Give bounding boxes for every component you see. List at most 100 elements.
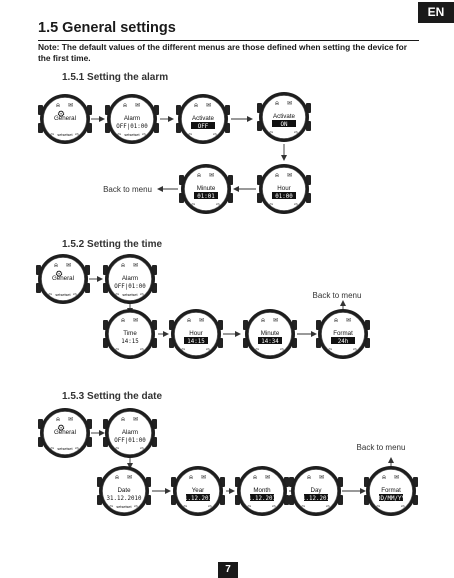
right-button-icon: ⇨ <box>75 446 79 452</box>
watch-label: Alarm <box>124 115 140 122</box>
right-button-icon: ⇨ <box>294 202 298 208</box>
watch-value: 31.12.2010 <box>181 496 216 502</box>
bell-icon: ⍾ <box>194 102 198 109</box>
watch-label: Hour <box>277 185 290 192</box>
left-button-icon: ⇦ <box>115 347 119 353</box>
mail-icon: ✉ <box>273 317 278 324</box>
right-button-icon: ⇨ <box>213 132 217 138</box>
flow-arrows <box>89 116 394 494</box>
watch-label: Alarm <box>122 429 138 436</box>
watch-screen: ⍾✉⚙General⇦⇨setsetset <box>38 408 92 458</box>
watch-value: DD/MM/YY <box>377 496 405 502</box>
watch-label: Minute <box>261 330 280 337</box>
mail-icon: ✉ <box>287 100 292 107</box>
watch-label: Year <box>192 487 205 494</box>
watch-value: 31.12.2010 <box>107 496 142 502</box>
bell-icon: ⍾ <box>121 416 125 423</box>
right-button-icon: ⇨ <box>294 130 298 136</box>
bell-icon: ⍾ <box>115 474 119 481</box>
mail-icon: ✉ <box>201 474 206 481</box>
watch-label: General <box>54 115 76 122</box>
section-heading-alarm: 1.5.1 Setting the alarm <box>62 72 169 83</box>
button-hint: setsetset <box>55 293 71 297</box>
back-to-menu-label: Back to menu <box>103 185 152 194</box>
left-button-icon: ⇦ <box>255 347 259 353</box>
button-hint: setsetset <box>116 505 132 509</box>
language-tab: EN <box>418 2 454 23</box>
watch-screen: ⍾✉⚙General⇦⇨setsetset <box>38 94 92 144</box>
watch-label: Alarm <box>122 275 138 282</box>
mail-icon: ✉ <box>133 262 138 269</box>
mail-icon: ✉ <box>199 317 204 324</box>
right-button-icon: ⇨ <box>272 504 276 510</box>
right-button-icon: ⇨ <box>280 347 284 353</box>
left-button-icon: ⇦ <box>117 132 121 138</box>
right-button-icon: ⇨ <box>73 292 77 298</box>
title-rule <box>38 40 419 41</box>
bell-icon: ⍾ <box>121 317 125 324</box>
left-button-icon: ⇦ <box>191 202 195 208</box>
watch-label: Date <box>117 487 131 494</box>
left-button-icon: ⇦ <box>269 130 273 136</box>
watch-label: Time <box>123 330 137 337</box>
watch-label: Month <box>253 487 271 494</box>
bell-icon: ⍾ <box>382 474 386 481</box>
left-button-icon: ⇦ <box>376 504 380 510</box>
mail-icon: ✉ <box>66 262 71 269</box>
watch-value: OFF|01:00 <box>116 124 148 130</box>
left-button-icon: ⇦ <box>48 292 52 298</box>
left-button-icon: ⇦ <box>109 504 113 510</box>
section-heading-time: 1.5.2 Setting the time <box>62 239 163 250</box>
mail-icon: ✉ <box>209 172 214 179</box>
mail-icon: ✉ <box>346 317 351 324</box>
watch-value: OFF|01:00 <box>114 284 146 290</box>
bell-icon: ⍾ <box>307 474 311 481</box>
page-number: 7 <box>218 562 238 578</box>
back-to-menu-label: Back to menu <box>313 291 362 300</box>
mail-icon: ✉ <box>206 102 211 109</box>
watch-value: 24h <box>338 339 348 345</box>
watch-label: Hour <box>189 330 202 337</box>
right-button-icon: ⇨ <box>208 504 212 510</box>
left-button-icon: ⇦ <box>50 446 54 452</box>
note-text: Note: The default values of the differen… <box>38 42 408 63</box>
watch-value: ON <box>281 122 288 128</box>
left-button-icon: ⇦ <box>181 347 185 353</box>
right-button-icon: ⇨ <box>401 504 405 510</box>
mail-icon: ✉ <box>135 102 140 109</box>
watch-label: General <box>54 429 76 436</box>
watch-value: 14:15 <box>121 339 139 345</box>
settings-icon: ⚙ <box>55 270 63 280</box>
section-heading-date: 1.5.3 Setting the date <box>62 391 163 402</box>
bell-icon: ⍾ <box>275 172 279 179</box>
watch-value: OFF|01:00 <box>114 438 146 444</box>
mail-icon: ✉ <box>133 416 138 423</box>
bell-icon: ⍾ <box>189 474 193 481</box>
mail-icon: ✉ <box>265 474 270 481</box>
mail-icon: ✉ <box>127 474 132 481</box>
bell-icon: ⍾ <box>253 474 257 481</box>
mail-icon: ✉ <box>319 474 324 481</box>
right-button-icon: ⇨ <box>75 132 79 138</box>
watch-label: Activate <box>192 115 215 122</box>
left-button-icon: ⇦ <box>115 446 119 452</box>
watch-screens: ⍾✉⚙General⇦⇨setsetset⍾✉AlarmOFF|01:00⇦⇨s… <box>36 92 418 516</box>
watch-value: 31.12.2010 <box>245 496 280 502</box>
watch-label: Minute <box>197 185 216 192</box>
left-button-icon: ⇦ <box>301 504 305 510</box>
bell-icon: ⍾ <box>187 317 191 324</box>
watch-label: General <box>52 275 74 282</box>
watch-value: 14:34 <box>261 339 279 345</box>
